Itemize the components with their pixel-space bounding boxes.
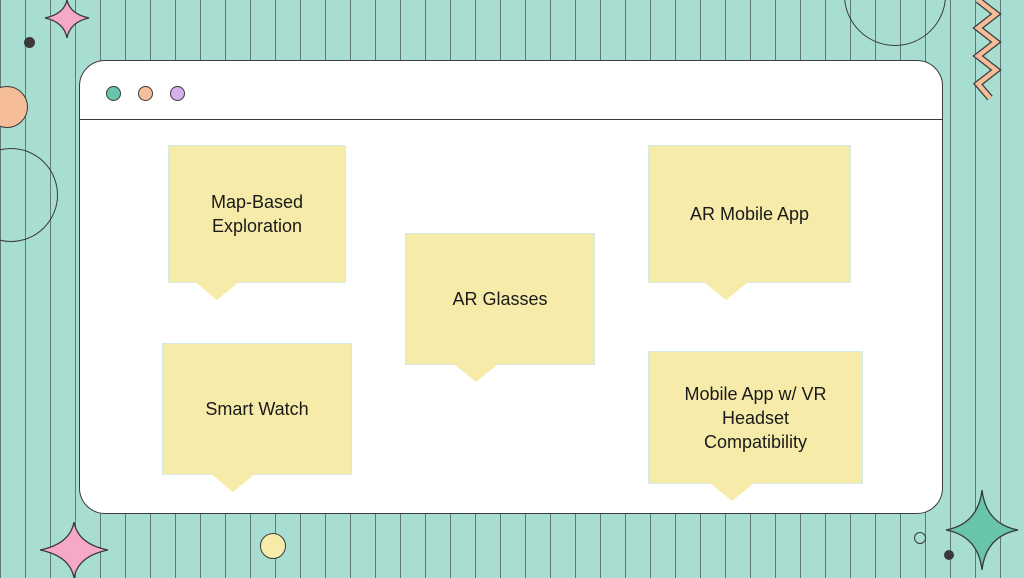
note-label: Map-Based Exploration <box>210 192 304 236</box>
orange-circle-decoration <box>0 86 28 128</box>
note-ar-mobile-app: AR Mobile App <box>648 145 851 300</box>
note-ar-glasses: AR Glasses <box>405 233 595 382</box>
window-control-purple-dot[interactable] <box>170 86 185 101</box>
outline-circle-top-right-decoration <box>844 0 946 46</box>
window-control-orange-dot[interactable] <box>138 86 153 101</box>
dark-dot-decoration <box>24 37 35 48</box>
outline-circle-decoration <box>0 148 58 242</box>
note-label: Smart Watch <box>205 399 309 419</box>
note-mobile-app-vr: Mobile App w/ VR Headset Compatibility <box>648 351 863 501</box>
note-label: Mobile App w/ VR Headset Compatibility <box>684 383 827 452</box>
window-control-green-dot[interactable] <box>106 86 121 101</box>
note-smart-watch: Smart Watch <box>162 343 352 492</box>
window-titlebar <box>80 61 942 120</box>
browser-window: Map-Based Exploration AR Glasses AR Mobi… <box>79 60 943 514</box>
note-label: AR Glasses <box>452 289 548 309</box>
dark-dot-bottom-decoration <box>944 550 954 560</box>
note-label: AR Mobile App <box>689 204 810 224</box>
teal-star-decoration <box>945 490 1019 570</box>
yellow-circle-decoration <box>260 533 286 559</box>
pink-star-bottom-decoration <box>39 522 109 578</box>
small-outline-circle-decoration <box>914 532 926 544</box>
pink-star-decoration <box>44 0 90 39</box>
zigzag-decoration <box>972 0 1002 100</box>
note-map-based-exploration: Map-Based Exploration <box>168 145 346 300</box>
